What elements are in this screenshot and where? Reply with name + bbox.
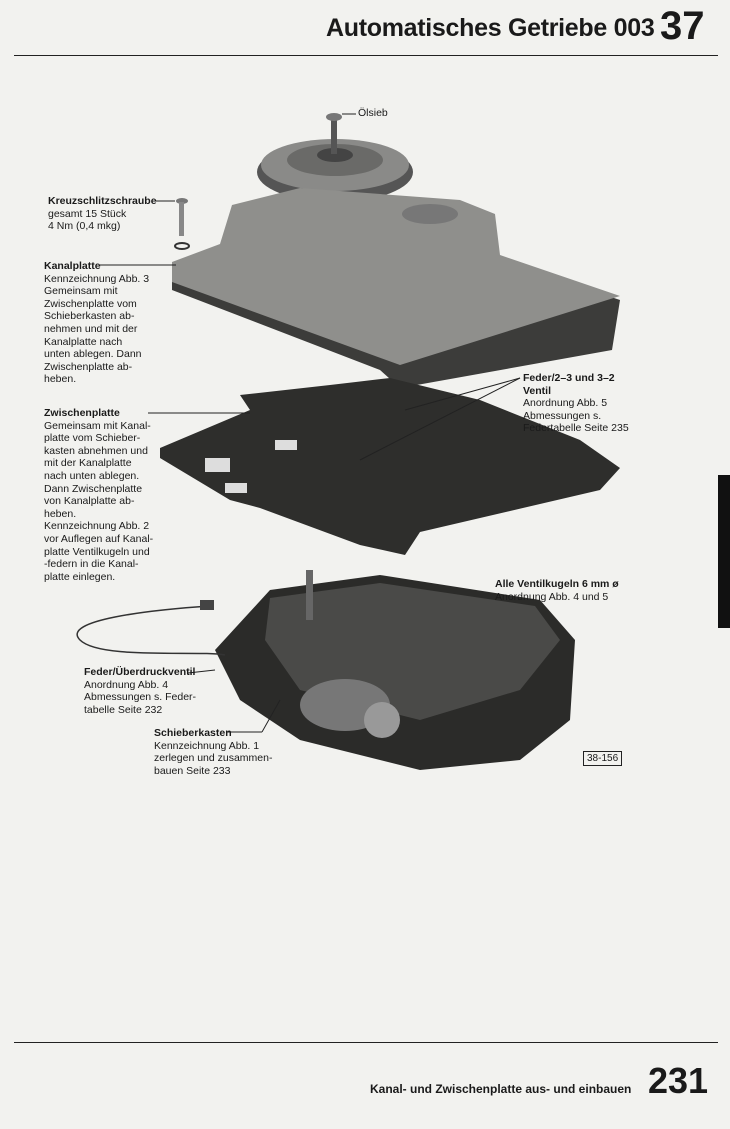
valve-body (76, 570, 575, 770)
page-number: 231 (648, 1060, 709, 1101)
footer-section-title: Kanal- und Zwischenplatte aus- und einba… (370, 1082, 632, 1096)
figure-id: 38-156 (583, 751, 623, 766)
channel-plate (100, 188, 620, 388)
separator-plate (148, 377, 620, 555)
oil-strainer (257, 113, 413, 202)
label-kreuzschlitzschraube: Kreuzschlitzschraube gesamt 15 Stück 4 N… (48, 195, 157, 233)
footer-rule (14, 1042, 718, 1043)
label-ventilkugeln: Alle Ventilkugeln 6 mm ø Anordnung Abb. … (495, 578, 619, 603)
screw (155, 198, 190, 250)
page-header-title: Automatisches Getriebe 003 (326, 14, 655, 42)
chapter-number: 37 (660, 4, 705, 48)
header-rule (14, 55, 718, 56)
label-zwischenplatte: Zwischenplatte Gemeinsam mit Kanal-platt… (44, 407, 154, 583)
label-oelsieb: Ölsieb (358, 107, 388, 119)
thumb-index-tab (718, 475, 730, 628)
label-feder-2-3-ventil: Feder/2–3 und 3–2 Ventil Anordnung Abb. … (523, 372, 629, 435)
